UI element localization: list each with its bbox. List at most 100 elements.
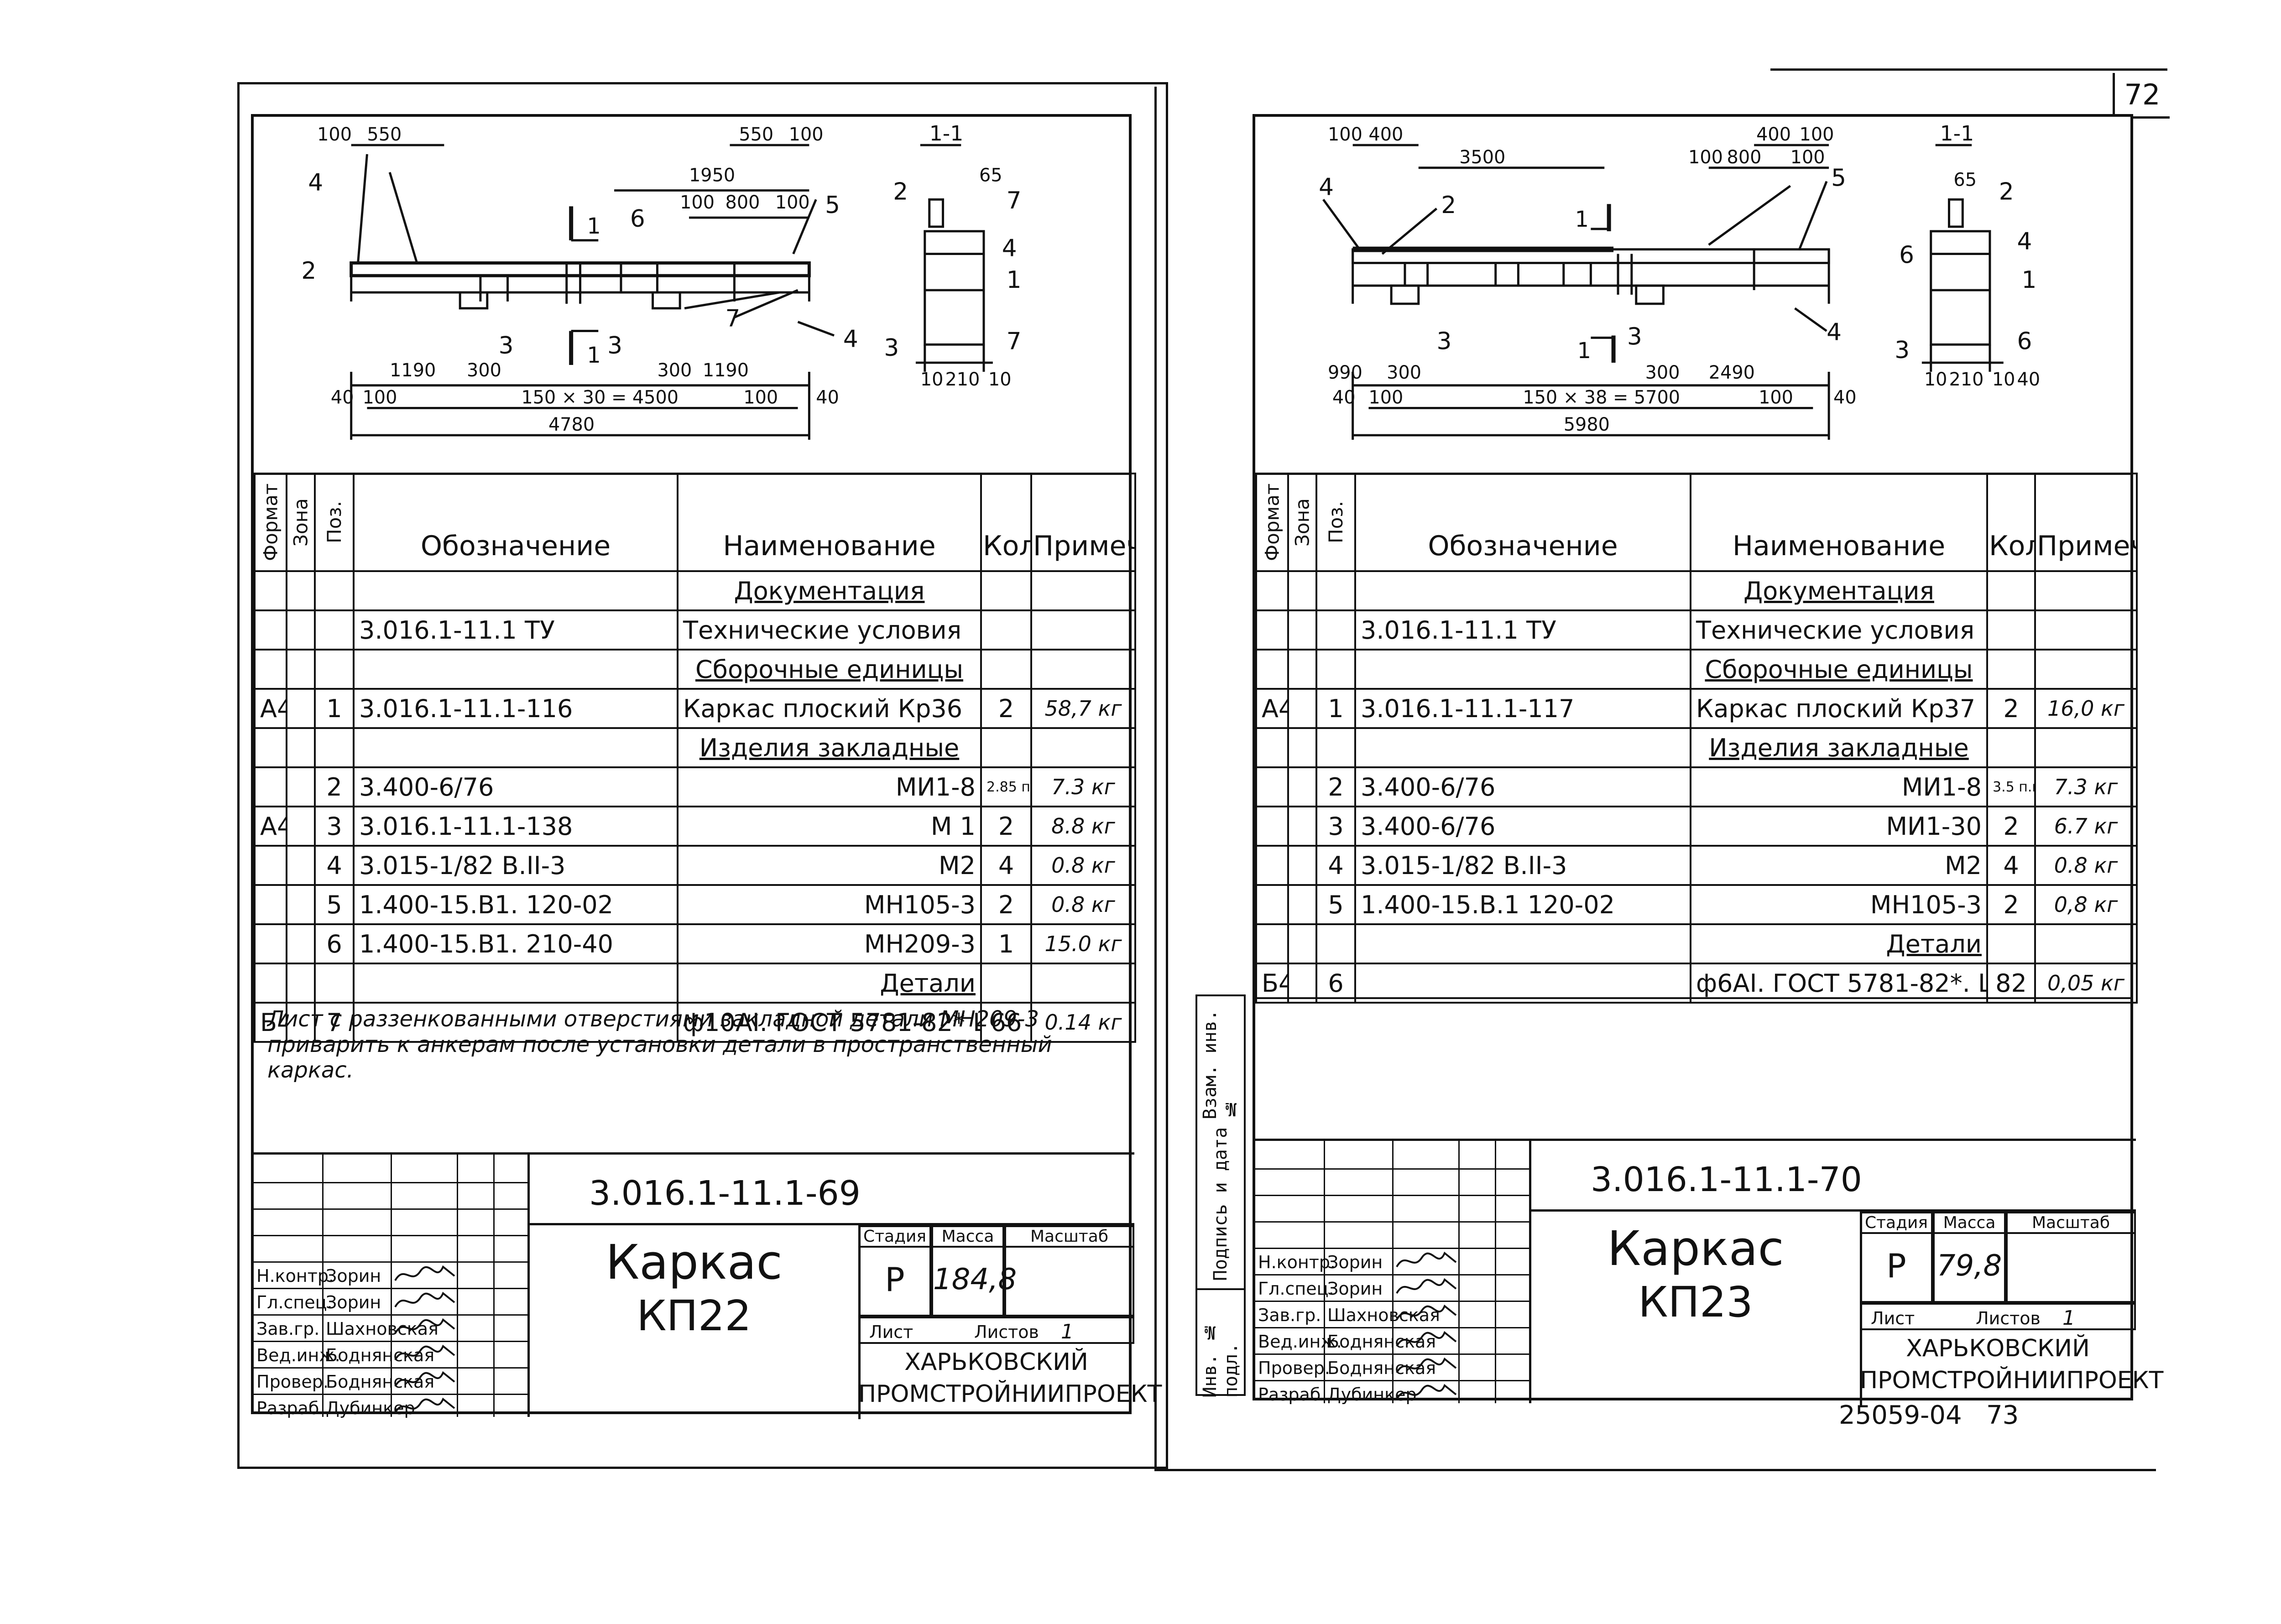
signature-mark: [1396, 1331, 1457, 1347]
dim-100-a: 100: [363, 387, 397, 408]
dim-top-800: 800: [726, 192, 760, 213]
dim-40-a: 40: [1332, 387, 1356, 408]
spec-cell-zone: [286, 845, 316, 886]
dim-top-100-b: 100: [789, 124, 824, 145]
spec-cell-qty: 2: [1986, 806, 2036, 847]
stamp-role: Гл.спец.: [1258, 1279, 1334, 1299]
spec-cell-qty: 3.5 п.м.: [1986, 766, 2036, 807]
spec-cell-qty: [980, 570, 1032, 611]
left-mark: КП22: [637, 1291, 752, 1340]
right-frame: 990 300 300 2490 40 100 150 × 38 = 5700 …: [1253, 114, 2163, 1405]
signature-mark: [394, 1291, 455, 1308]
dim-section-10-a: 10: [1924, 369, 1947, 390]
dim-100-b: 100: [1759, 387, 1793, 408]
stamp-role: Разраб.: [256, 1398, 325, 1418]
spec-cell-pos: [1315, 727, 1356, 768]
spec-cell-zone: [1287, 806, 1317, 847]
spec-cell-format: [1255, 923, 1289, 964]
col-name: Наименование: [677, 473, 982, 572]
spec-cell-qty: 2: [1986, 688, 2036, 729]
cut-mark-top: 1: [1575, 207, 1589, 232]
stamp-role: Разраб.: [1258, 1385, 1326, 1405]
dim-top-100-d: 100: [775, 192, 810, 213]
stamp-person: Зорин: [1327, 1279, 1383, 1299]
dim-300-a: 300: [467, 360, 501, 381]
callout-7: 7: [726, 305, 741, 333]
signature-mark: [1396, 1251, 1457, 1268]
spec-cell-format: [254, 649, 287, 690]
spec-cell-note: 0.8 кг: [1030, 845, 1136, 886]
spec-cell-pos: 2: [1315, 766, 1356, 807]
spec-cell-name: ф10АI. ГОСТ 5781-82* L=230: [677, 1002, 982, 1043]
left-note: Лист с раззенкованными отверстиями закла…: [267, 1006, 1052, 1083]
dim-1190-b: 1190: [703, 360, 749, 381]
spec-cell-format: [254, 884, 287, 925]
spec-cell-qty: [980, 649, 1032, 690]
spec-cell-designation: 3.400-6/76: [1354, 766, 1691, 807]
spec-cell-name: Сборочные единицы: [1690, 649, 1988, 690]
spec-cell-zone: [286, 884, 316, 925]
left-frame: 1190 300 300 1190 40 100 150 × 30 = 4500…: [251, 114, 1162, 1419]
spec-cell-zone: [286, 766, 316, 807]
spec-cell-designation: 1.400-15.В1. 210-40: [353, 923, 679, 964]
spec-cell-qty: [980, 727, 1032, 768]
col-note: Примеч: [1030, 473, 1136, 572]
col-designation: Обозначение: [353, 473, 679, 572]
spec-cell-note: 7.3 кг: [2034, 766, 2138, 807]
spec-cell-designation: 3.016.1-11.1-138: [353, 806, 679, 847]
left-drawing: 1190 300 300 1190 40 100 150 × 30 = 4500…: [254, 117, 1129, 475]
spec-cell-format: [1255, 570, 1289, 611]
spec-cell-zone: [286, 727, 316, 768]
spec-cell-qty: [1986, 649, 2036, 690]
spec-cell-designation: 3.015-1/82 В.II-3: [1354, 845, 1691, 886]
callout-3: 3: [1437, 328, 1452, 355]
spec-cell-note: [2034, 727, 2138, 768]
spec-cell-zone: [286, 923, 316, 964]
stamp-grid-line: [1255, 1301, 1529, 1302]
spec-cell-format: А4: [1255, 688, 1289, 729]
stamp-grid-line: [254, 1182, 527, 1183]
spec-cell-note: 7.3 кг: [1030, 766, 1136, 807]
callout-5: 5: [1831, 164, 1846, 192]
stamp-role: Н.контр.: [256, 1266, 334, 1286]
spec-cell-qty: 2.85 п.м.: [980, 766, 1032, 807]
stamp-grid-line: [1255, 1353, 1529, 1355]
spec-cell-zone: [286, 570, 316, 611]
spec-cell-pos: [314, 963, 355, 1004]
callout-3-b: 3: [607, 332, 622, 359]
callout-1-section: 1: [2021, 266, 2036, 294]
spec-cell-zone: [1287, 963, 1317, 1004]
spec-cell-format: [254, 923, 287, 964]
spec-cell-zone: [286, 649, 316, 690]
callout-3: 3: [499, 332, 514, 359]
dim-section-210: 210: [1949, 369, 1983, 390]
stamp-grid-line: [254, 1261, 527, 1263]
spec-cell-qty: 4: [1986, 845, 2036, 886]
spec-cell-name: Каркас плоский Кр36: [677, 688, 982, 729]
dim-top-3500: 3500: [1459, 147, 1505, 168]
stamp-person: Зорин: [1327, 1252, 1383, 1272]
dim-top-100-c: 100: [1790, 147, 1825, 168]
signature-mark: [1396, 1357, 1457, 1374]
stamp-role: Провер.: [1258, 1358, 1330, 1378]
callout-6-section: 6: [1899, 241, 1914, 269]
callout-5: 5: [825, 192, 840, 219]
spec-cell-name: Документация: [1690, 570, 1988, 611]
spec-cell-qty: 82: [1986, 963, 2036, 1004]
callout-4-section: 4: [2017, 228, 2032, 255]
stamp-grid-line: [1255, 1221, 1529, 1223]
spec-cell-format: [1255, 806, 1289, 847]
col-zone: Зона: [287, 474, 315, 571]
spec-cell-zone: [1287, 609, 1317, 651]
spec-cell-note: 0,8 кг: [2034, 884, 2138, 925]
spec-cell-designation: [353, 570, 679, 611]
spec-cell-note: 0,05 кг: [2034, 963, 2138, 1004]
spec-cell-pos: 5: [1315, 884, 1356, 925]
dim-300-a: 300: [1387, 362, 1421, 383]
spec-cell-name: ф6АI. ГОСТ 5781-82*. L=230: [1690, 963, 1988, 1004]
